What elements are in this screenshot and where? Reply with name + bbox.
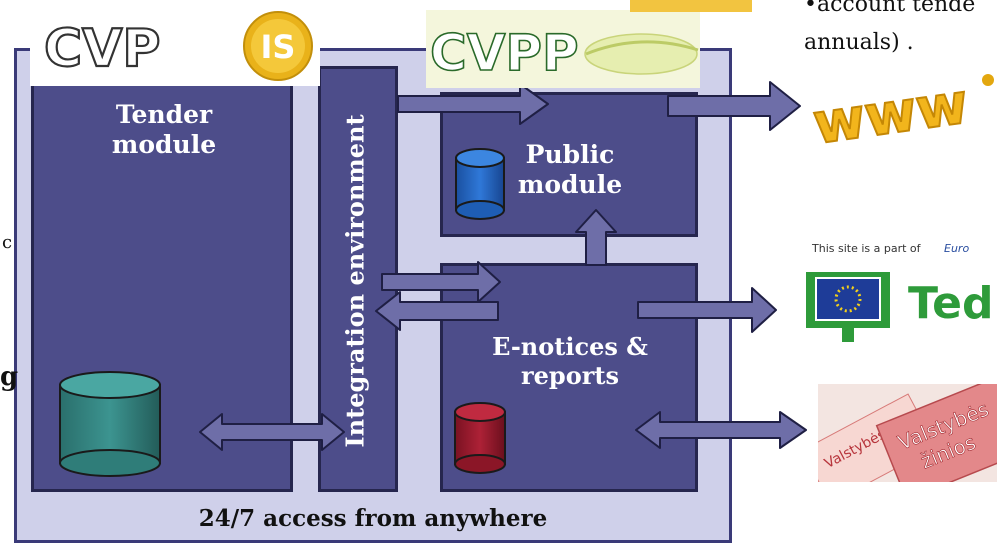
is-logo-text: IS	[261, 28, 296, 66]
www-external-icon: www	[806, 66, 997, 158]
enotices-module-label: E-notices & reports	[492, 332, 648, 390]
arrow-integration-to-public	[397, 83, 549, 125]
gold-decoration-bar	[630, 0, 752, 12]
tender-database-icon	[59, 371, 161, 477]
valstybes-zinios-external-image: Valstybės žinios Valstybės žinios	[818, 384, 997, 482]
arrow-integration-to-enotices	[381, 261, 501, 303]
public-module-label: Public module	[517, 140, 623, 199]
arrow-enotices-valstybes-bidirectional	[635, 411, 807, 449]
tender-module-label: Tender module	[111, 100, 217, 159]
cvp-logo-icon: CVP IS	[43, 11, 313, 81]
top-right-bullet-line2: annuals) .	[804, 30, 914, 55]
public-database-icon	[455, 148, 505, 220]
arrow-enotices-to-integration	[375, 291, 499, 331]
arrow-enotices-to-public	[575, 209, 617, 266]
cvp-is-logo: CVP IS	[30, 6, 320, 86]
left-edge-letter-g: g	[0, 362, 19, 392]
cvpp-logo: CVPP	[426, 10, 700, 88]
arrow-enotices-to-ted	[637, 287, 777, 333]
ted-external-logo: This site is a part of Euro Ted	[806, 232, 997, 344]
ted-caption-text: This site is a part of	[811, 242, 922, 255]
top-right-bullet-line1: •account tende	[804, 0, 976, 17]
left-edge-letter-c: c	[2, 232, 13, 253]
cvp-logo-text: CVP	[44, 19, 161, 79]
cvpp-logo-text: CVPP	[430, 24, 579, 82]
ted-brand-text: Ted	[908, 278, 994, 329]
arrow-tender-integration-bidirectional	[199, 413, 345, 451]
cvpp-logo-icon: CVPP	[429, 23, 699, 83]
arrow-public-to-www	[667, 81, 801, 131]
svg-text:Euro: Euro	[944, 242, 969, 255]
footer-caption: 24/7 access from anywhere	[198, 505, 548, 532]
www-text: www	[809, 71, 972, 146]
enotices-database-icon	[454, 402, 506, 474]
